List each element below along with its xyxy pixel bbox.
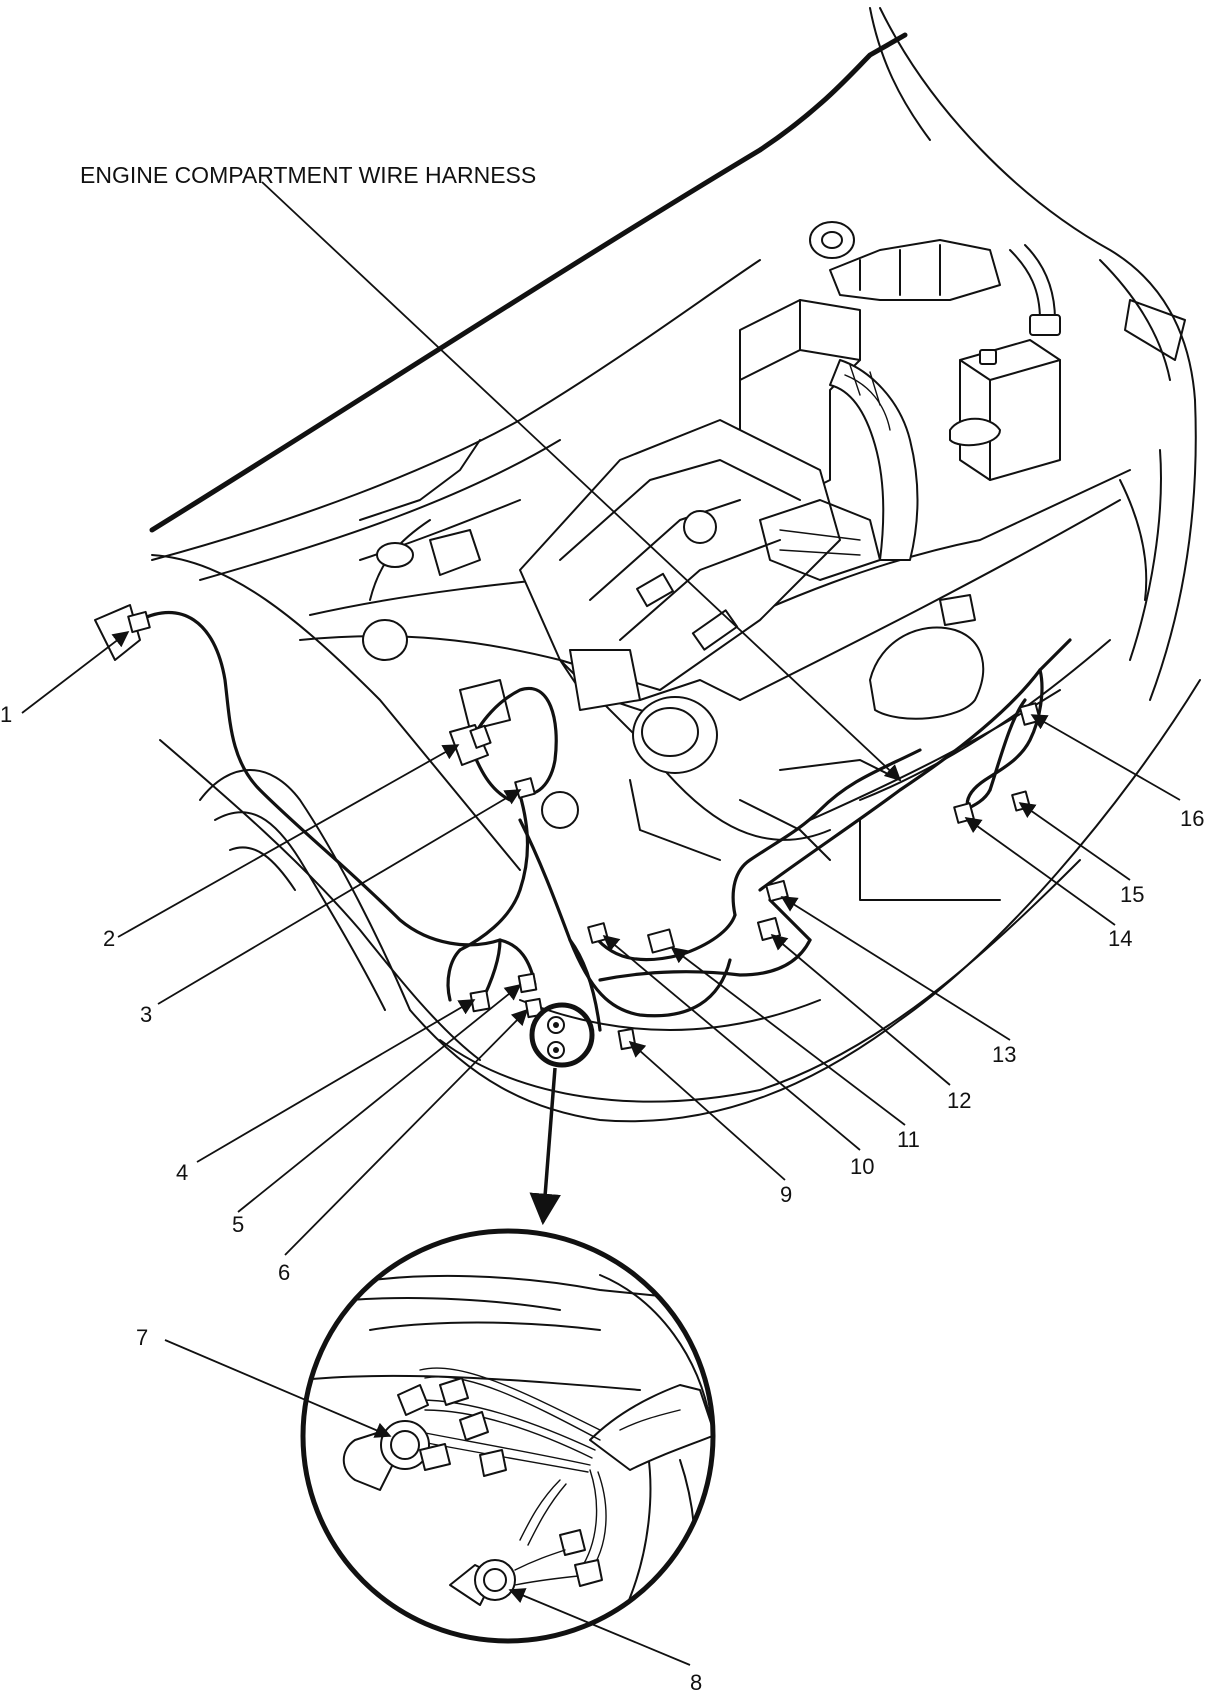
leader-lines [21, 181, 1181, 1666]
callout-2: 2 [103, 926, 115, 951]
callout-12: 12 [947, 1088, 971, 1113]
callout-10: 10 [850, 1154, 874, 1179]
car-body [149, 7, 1201, 1123]
callout-16: 16 [1180, 806, 1204, 831]
callout-5: 5 [232, 1212, 244, 1237]
callout-4: 4 [176, 1160, 188, 1185]
callout-13: 13 [992, 1042, 1016, 1067]
callout-7: 7 [136, 1325, 148, 1350]
callout-9: 9 [780, 1182, 792, 1207]
engine-components [362, 221, 1061, 861]
callout-8: 8 [690, 1670, 702, 1695]
labels: ENGINE COMPARTMENT WIRE HARNESS 1 2 3 4 … [0, 162, 1204, 1695]
callout-6: 6 [278, 1260, 290, 1285]
harness-wires [138, 610, 1072, 1032]
callout-3: 3 [140, 1002, 152, 1027]
detail-view [300, 1228, 716, 1644]
harness-title: ENGINE COMPARTMENT WIRE HARNESS [80, 162, 536, 188]
callout-14: 14 [1108, 926, 1132, 951]
callout-1: 1 [0, 702, 12, 727]
callout-15: 15 [1120, 882, 1144, 907]
callout-11: 11 [897, 1127, 920, 1152]
